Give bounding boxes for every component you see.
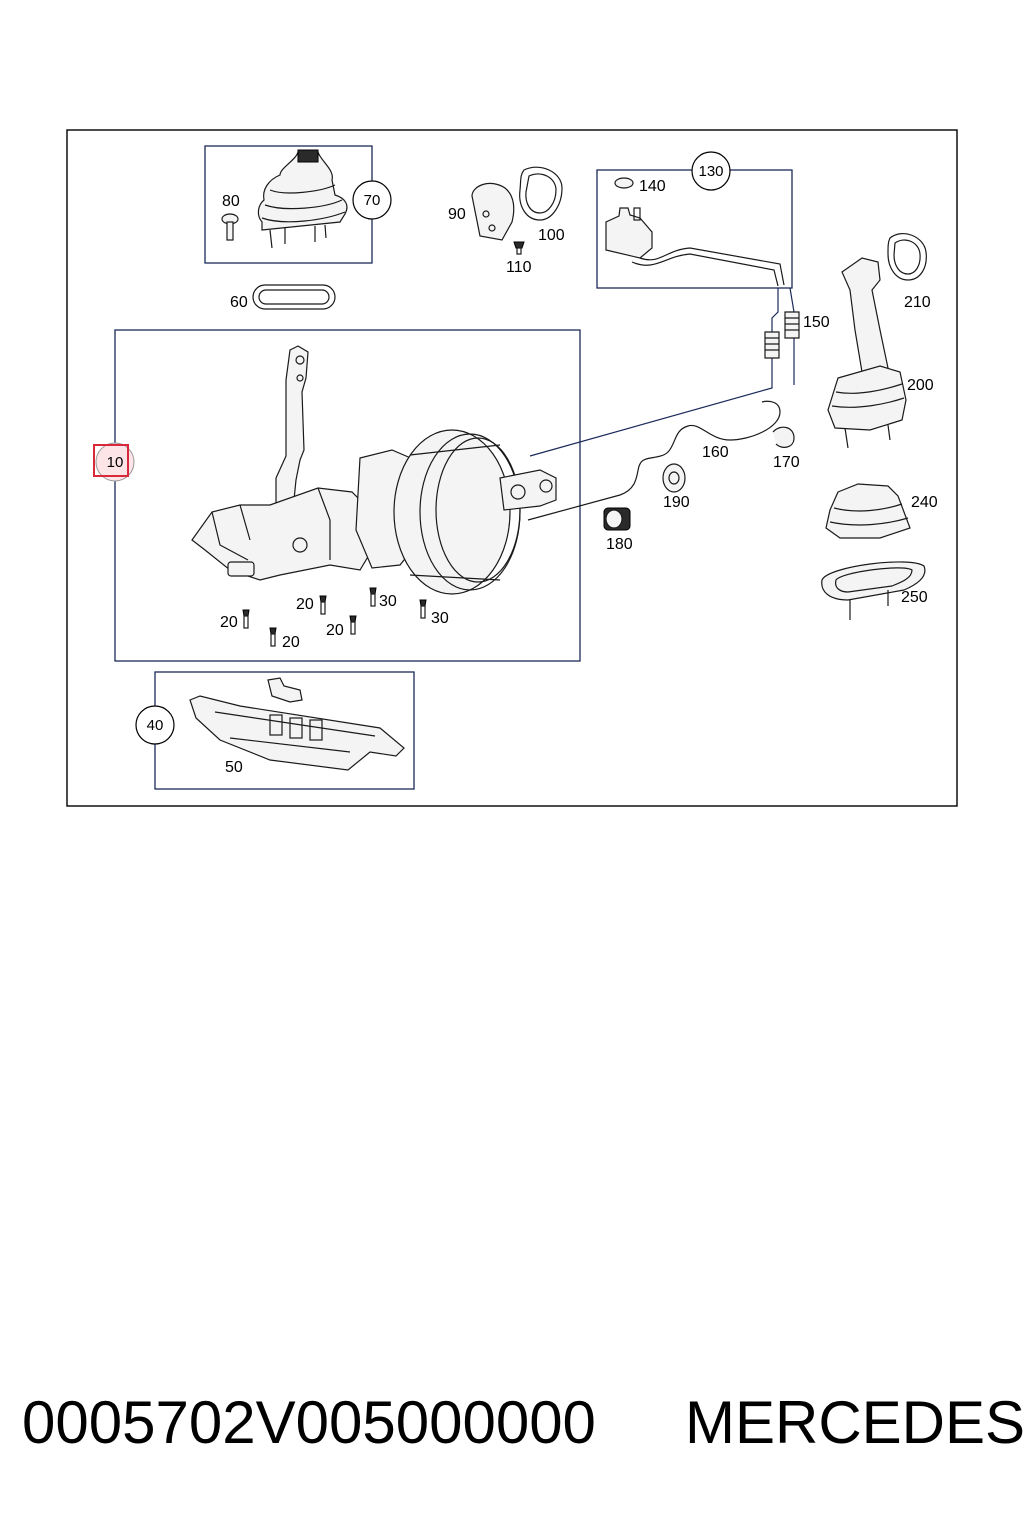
callout-70: 70	[364, 192, 381, 209]
label-20-c: 20	[326, 622, 344, 639]
callout-40-circle	[135, 705, 175, 745]
group-box-10	[114, 329, 581, 662]
label-160: 160	[702, 444, 729, 461]
gear-boot-70-part	[257, 149, 348, 249]
brake-line-from-130	[529, 288, 779, 457]
callout-70-circle	[352, 180, 392, 220]
callout-40: 40	[147, 717, 164, 734]
callout-10[interactable]: 10	[107, 454, 124, 471]
hose-160-part	[527, 400, 781, 521]
seal-100-part	[519, 166, 563, 221]
screw-110-part	[513, 241, 525, 255]
grommet-150-part	[764, 311, 800, 359]
label-50: 50	[225, 759, 243, 776]
label-150: 150	[803, 314, 830, 331]
label-90: 90	[448, 206, 466, 223]
label-140: 140	[639, 178, 666, 195]
label-250: 250	[901, 589, 928, 606]
screw-80-part	[221, 213, 239, 241]
callout-130: 130	[698, 163, 723, 180]
diagram-frame	[66, 129, 958, 807]
bracket-90-part	[471, 182, 515, 241]
callout-10-circle[interactable]	[95, 442, 135, 482]
callout-10-highlight	[93, 444, 129, 477]
grommet-190-part	[662, 463, 686, 493]
seal-210-part	[887, 233, 927, 281]
label-100: 100	[538, 227, 565, 244]
pedal-box-10-part	[191, 345, 381, 581]
bolts-20-30-part	[242, 587, 427, 647]
label-110: 110	[506, 259, 532, 276]
part-number: 0005702V005000000	[22, 1389, 596, 1456]
callout-130-circle	[691, 151, 731, 191]
bracket-50-part	[189, 677, 405, 771]
label-240: 240	[911, 494, 938, 511]
label-180: 180	[606, 536, 633, 553]
label-20-b: 20	[296, 596, 314, 613]
label-80: 80	[222, 193, 240, 210]
label-200: 200	[907, 377, 934, 394]
footer: 0005702V005000000 MERCEDES	[0, 1380, 1024, 1480]
label-210: 210	[904, 294, 931, 311]
selector-lever-200-part	[827, 257, 907, 449]
label-190: 190	[663, 494, 690, 511]
valve-180-part	[603, 507, 631, 531]
parts-diagram: 70 130 40 10 80 60 90 100 110 140 150 16…	[66, 129, 958, 807]
gasket-60-part	[252, 284, 336, 310]
label-30-b: 30	[431, 610, 449, 627]
frame-250-part	[821, 561, 926, 620]
label-20-a: 20	[220, 614, 238, 631]
label-170: 170	[773, 454, 800, 471]
label-60: 60	[230, 294, 248, 311]
reservoir-130-part	[605, 177, 785, 287]
boot-240-part	[825, 483, 911, 539]
clamp-170-part	[772, 426, 795, 448]
brake-booster-part	[355, 429, 557, 595]
brand-name: MERCEDES	[685, 1389, 1024, 1456]
label-30-a: 30	[379, 593, 397, 610]
label-20-d: 20	[282, 634, 300, 651]
